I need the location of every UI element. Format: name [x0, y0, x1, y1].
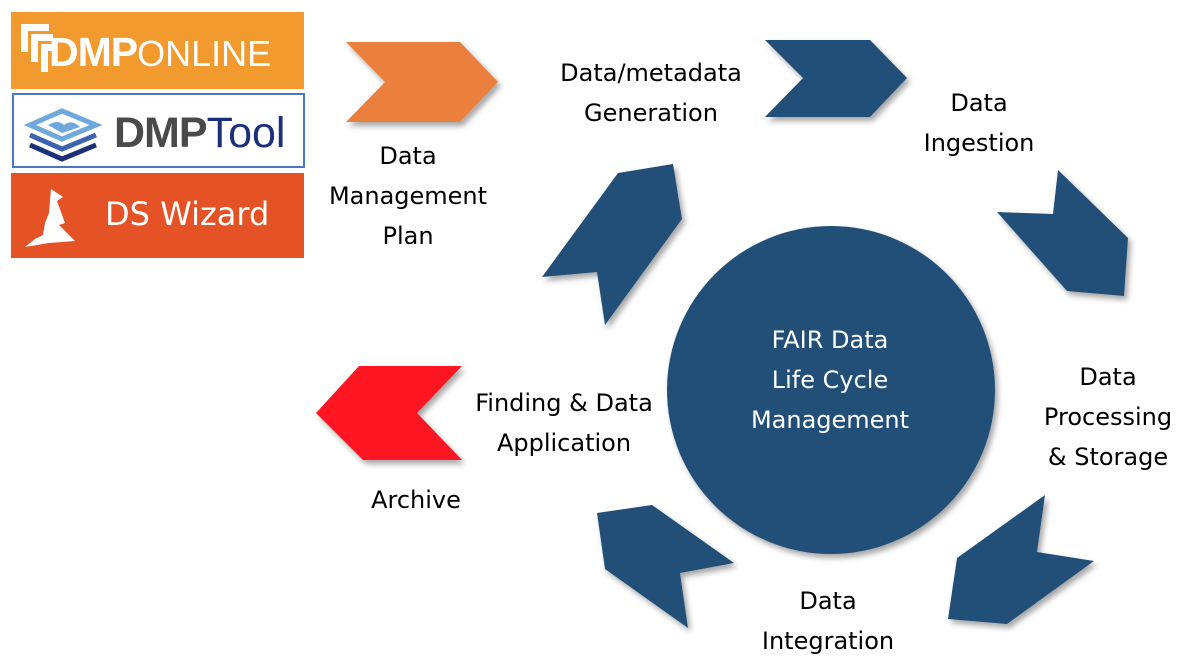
dmponline-logo: DMPONLINE: [11, 12, 304, 89]
stage-archive-label: Archive: [371, 486, 461, 514]
integration-line-1: Data: [799, 587, 856, 615]
cycle-chevron-bottom-right: [948, 495, 1094, 624]
plan-line-2: Management: [329, 182, 487, 210]
application-line-1: Finding & Data: [475, 389, 653, 417]
dmptool-logo: DMPTool: [12, 93, 305, 168]
stage-ingestion-label: Data Ingestion: [924, 89, 1035, 157]
cycle-chevron-left: [542, 164, 682, 325]
dmponline-bold: DMP: [49, 29, 138, 75]
archive-line-1: Archive: [371, 486, 461, 514]
processing-line-3: & Storage: [1048, 443, 1168, 471]
dmponline-bracket-icon: [21, 24, 57, 72]
plan-line-1: Data: [379, 142, 436, 170]
ingestion-line-1: Data: [950, 89, 1007, 117]
integration-line-2: Integration: [762, 627, 894, 655]
generation-line-1: Data/metadata: [560, 59, 742, 87]
dswizard-wordmark: DS Wizard: [105, 195, 270, 233]
dmponline-wordmark: DMPONLINE: [49, 29, 271, 76]
dmptool-bold: DMP: [114, 109, 208, 157]
plan-chevron: [346, 42, 498, 122]
cycle-chevron-right: [997, 170, 1128, 296]
dmponline-light: ONLINE: [137, 33, 272, 74]
stage-processing-label: Data Processing & Storage: [1044, 363, 1172, 471]
dmptool-light: Tool: [206, 109, 286, 157]
plan-line-3: Plan: [382, 222, 433, 250]
layers-icon: [24, 108, 103, 162]
ingestion-line-2: Ingestion: [924, 129, 1035, 157]
center-line-1: FAIR Data: [772, 326, 889, 354]
center-label: FAIR Data Life Cycle Management: [751, 326, 909, 434]
stage-plan-label: Data Management Plan: [329, 142, 487, 250]
processing-line-1: Data: [1079, 363, 1136, 391]
center-line-3: Management: [751, 406, 909, 434]
stage-generation-label: Data/metadata Generation: [560, 59, 742, 127]
dswizard-logo: DS Wizard: [11, 173, 304, 258]
archive-chevron: [316, 366, 462, 460]
center-circle: [667, 226, 995, 554]
processing-line-2: Processing: [1044, 403, 1172, 431]
dmptool-wordmark: DMPTool: [114, 109, 285, 158]
stage-integration-label: Data Integration: [762, 587, 894, 655]
generation-line-2: Generation: [584, 99, 718, 127]
wizard-hat-icon: [25, 189, 75, 247]
stage-application-label: Finding & Data Application: [475, 389, 653, 457]
center-line-2: Life Cycle: [772, 366, 888, 394]
cycle-chevron-top: [765, 40, 907, 117]
cycle-chevron-bottom-left: [597, 505, 734, 628]
application-line-2: Application: [497, 429, 631, 457]
